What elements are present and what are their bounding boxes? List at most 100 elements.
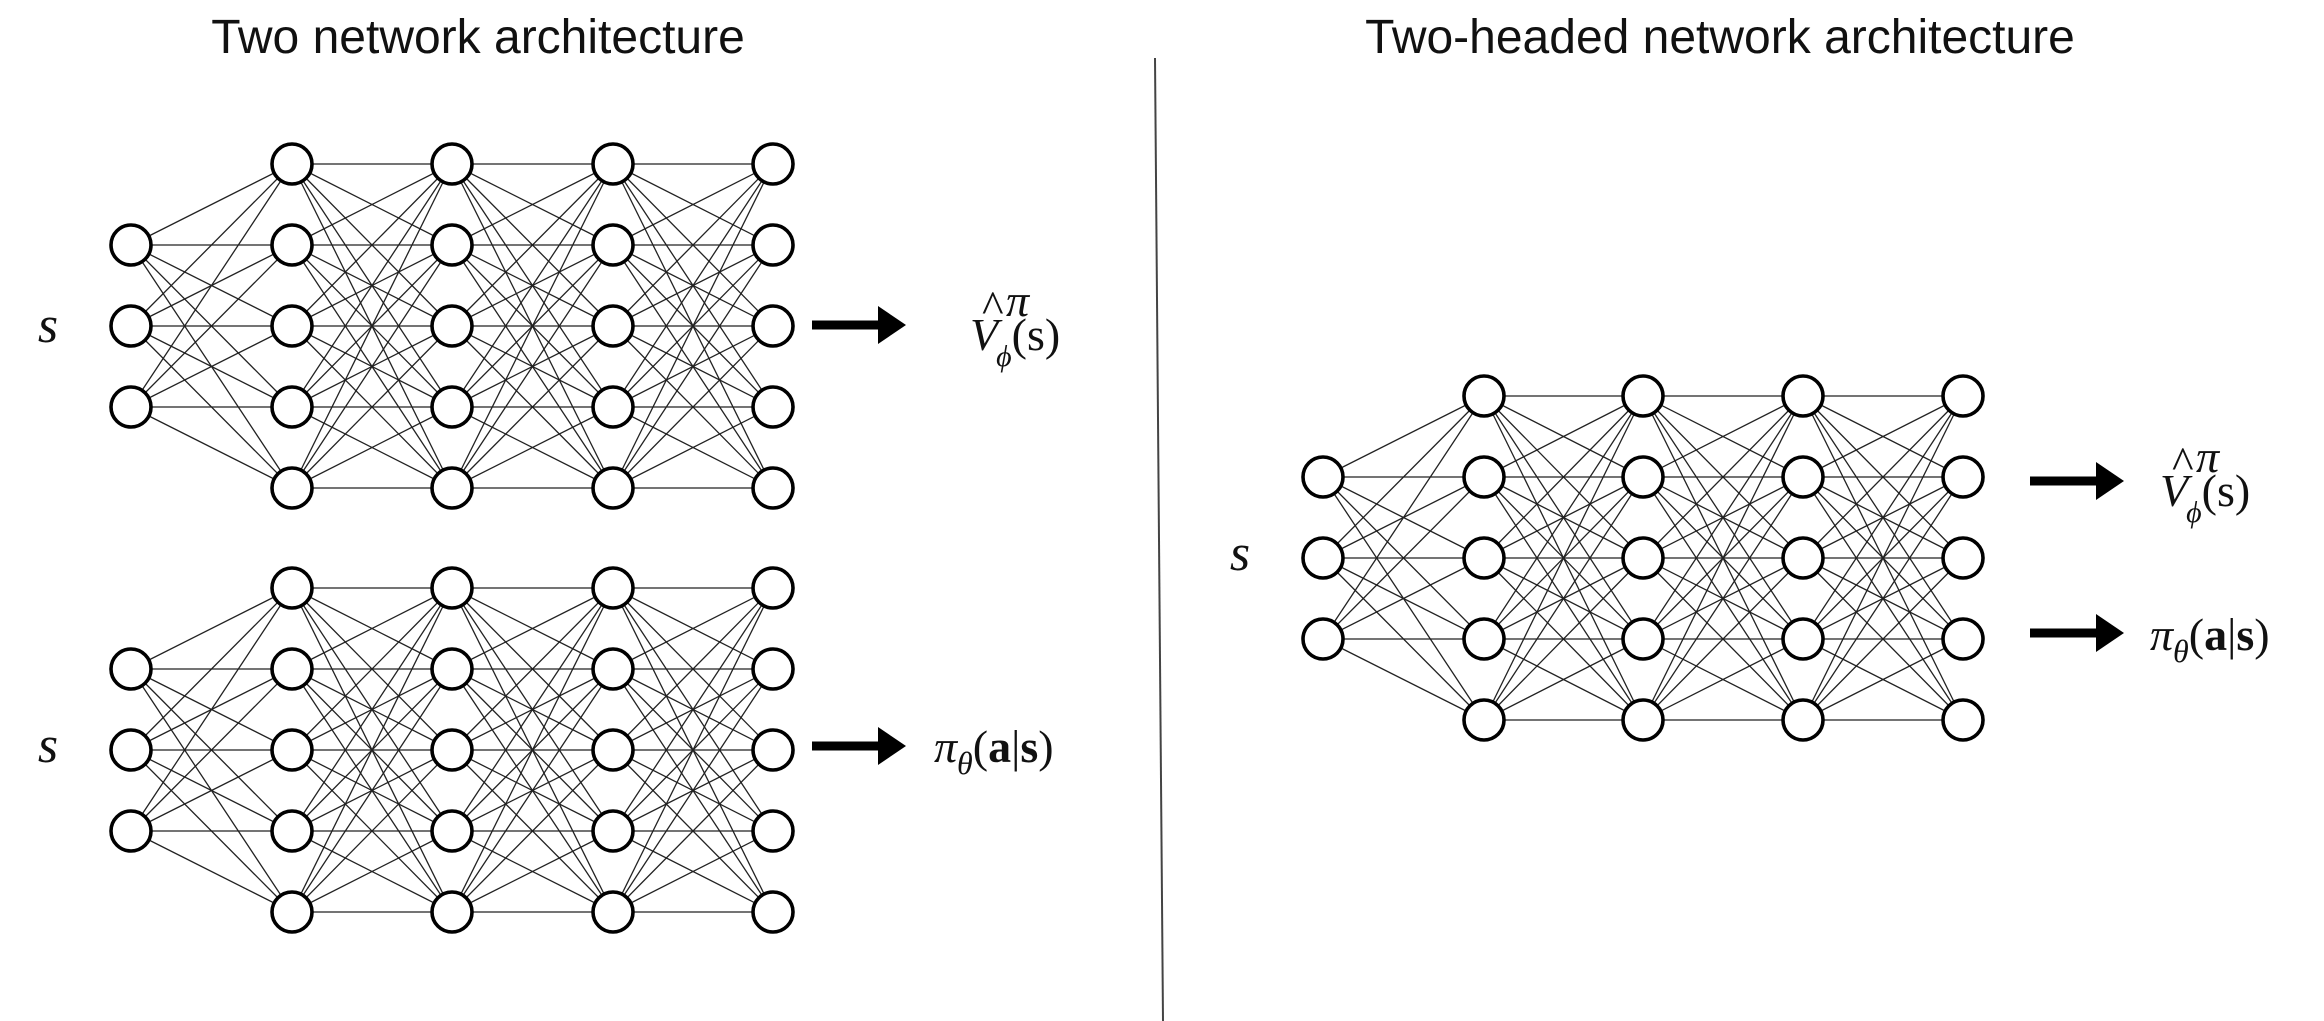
shared-network-edge <box>1802 395 1964 721</box>
svg-text:^: ^ <box>2172 437 2194 488</box>
policy-network-edge <box>130 668 293 832</box>
policy-network-edge <box>130 587 293 670</box>
policy-network-edge <box>291 830 453 913</box>
policy-network-edge <box>130 587 293 751</box>
shared-network-edge <box>1802 395 1964 478</box>
policy-network-edge <box>291 749 453 913</box>
policy-network-edge <box>291 587 453 670</box>
shared-network-edge <box>1642 395 1804 559</box>
policy-network-edge <box>451 830 614 913</box>
value-network-node <box>270 223 314 267</box>
policy-network-node <box>751 809 795 853</box>
policy-network-node <box>591 809 635 853</box>
value-network-node <box>751 385 795 429</box>
policy-network-node <box>751 728 795 772</box>
svg-text:πθ(a|s): πθ(a|s) <box>934 721 1054 781</box>
value-network-node <box>751 466 795 510</box>
policy-network-edge <box>612 668 774 913</box>
shared-network-edge <box>1642 395 1804 640</box>
policy-network-edge <box>291 587 453 913</box>
policy-network-node <box>751 566 795 610</box>
policy-network-node <box>591 647 635 691</box>
policy-output-label: πθ(a|s) <box>934 721 1054 781</box>
value-network-edge <box>130 163 293 327</box>
shared-network-edge <box>1642 476 1804 721</box>
shared-network-edge <box>1642 395 1804 478</box>
value-network-edge <box>612 163 774 489</box>
policy-network-node <box>430 809 474 853</box>
policy-network-edge <box>612 587 774 670</box>
value-network-node <box>591 304 635 348</box>
value-network-node <box>270 142 314 186</box>
policy-network-edge <box>451 587 614 913</box>
policy-network-edge <box>451 668 614 913</box>
policy-output-arrow <box>812 727 906 765</box>
value-network-edges <box>130 163 774 489</box>
shared-network-edge <box>1483 395 1644 559</box>
shared-network-node <box>1941 617 1985 661</box>
policy-network-node <box>270 647 314 691</box>
shared-network-edge <box>1483 557 1644 721</box>
shared-network-edge <box>1322 395 1485 640</box>
shared-network-edges <box>1322 395 1964 721</box>
value-network-node <box>109 385 153 429</box>
right-panel-title: Two-headed network architecture <box>1365 11 2075 64</box>
shared-two-headed-network <box>1301 374 1985 742</box>
shared-network-node <box>1462 455 1506 499</box>
value-network-edge <box>612 163 774 246</box>
policy-network <box>109 566 795 934</box>
policy-network-node <box>591 728 635 772</box>
value-network-edge <box>451 325 614 489</box>
policy-network-edge <box>291 587 453 751</box>
value-network-node <box>591 385 635 429</box>
value-network-node <box>430 466 474 510</box>
policy-network-edge <box>291 668 453 913</box>
policy-network-node <box>430 728 474 772</box>
value-network-edge <box>291 163 453 489</box>
value-network-node <box>430 223 474 267</box>
shared-value-output-label: Vϕ(s) ^ π <box>2160 431 2250 529</box>
left-panel-title: Two network architecture <box>211 11 745 64</box>
shared-network-node <box>1462 617 1506 661</box>
policy-network-edge <box>451 587 614 670</box>
policy-network-edge <box>612 587 774 913</box>
shared-policy-output-label: πθ(a|s) <box>2150 609 2270 669</box>
value-network-node <box>751 304 795 348</box>
value-network-edge <box>612 406 774 489</box>
policy-network-edge <box>130 830 293 913</box>
value-network-node <box>430 142 474 186</box>
policy-network-node <box>591 890 635 934</box>
policy-network-node <box>430 647 474 691</box>
value-network-edge <box>130 325 293 408</box>
policy-network-node <box>270 566 314 610</box>
policy-network-edge <box>451 587 614 832</box>
shared-network-node <box>1941 536 1985 580</box>
shared-network-node <box>1621 536 1665 580</box>
shared-network-node <box>1621 698 1665 742</box>
shared-network-edge <box>1642 557 1804 721</box>
value-network-edge <box>612 163 774 327</box>
shared-network-node <box>1621 617 1665 661</box>
svg-text:πθ(a|s): πθ(a|s) <box>2150 609 2270 669</box>
value-network-edge <box>451 163 614 246</box>
policy-network-node <box>591 566 635 610</box>
shared-network-node <box>1621 374 1665 418</box>
value-network-input-label: s <box>38 297 58 354</box>
policy-network-edges <box>130 587 774 913</box>
value-network-node <box>751 223 795 267</box>
shared-network-node <box>1941 374 1985 418</box>
policy-network-node <box>270 809 314 853</box>
svg-text:π: π <box>2196 431 2221 482</box>
policy-network-edge <box>451 749 614 913</box>
panel-divider <box>1154 57 1164 1021</box>
policy-network-edge <box>130 587 293 832</box>
shared-network-edge <box>1322 557 1485 640</box>
svg-text:^: ^ <box>982 281 1004 332</box>
value-network-edge <box>291 163 453 408</box>
svg-text:Vϕ(s): Vϕ(s) <box>2160 465 2250 529</box>
value-network <box>109 142 795 510</box>
value-network-node <box>591 466 635 510</box>
shared-network-node <box>1781 455 1825 499</box>
value-network-node <box>591 223 635 267</box>
